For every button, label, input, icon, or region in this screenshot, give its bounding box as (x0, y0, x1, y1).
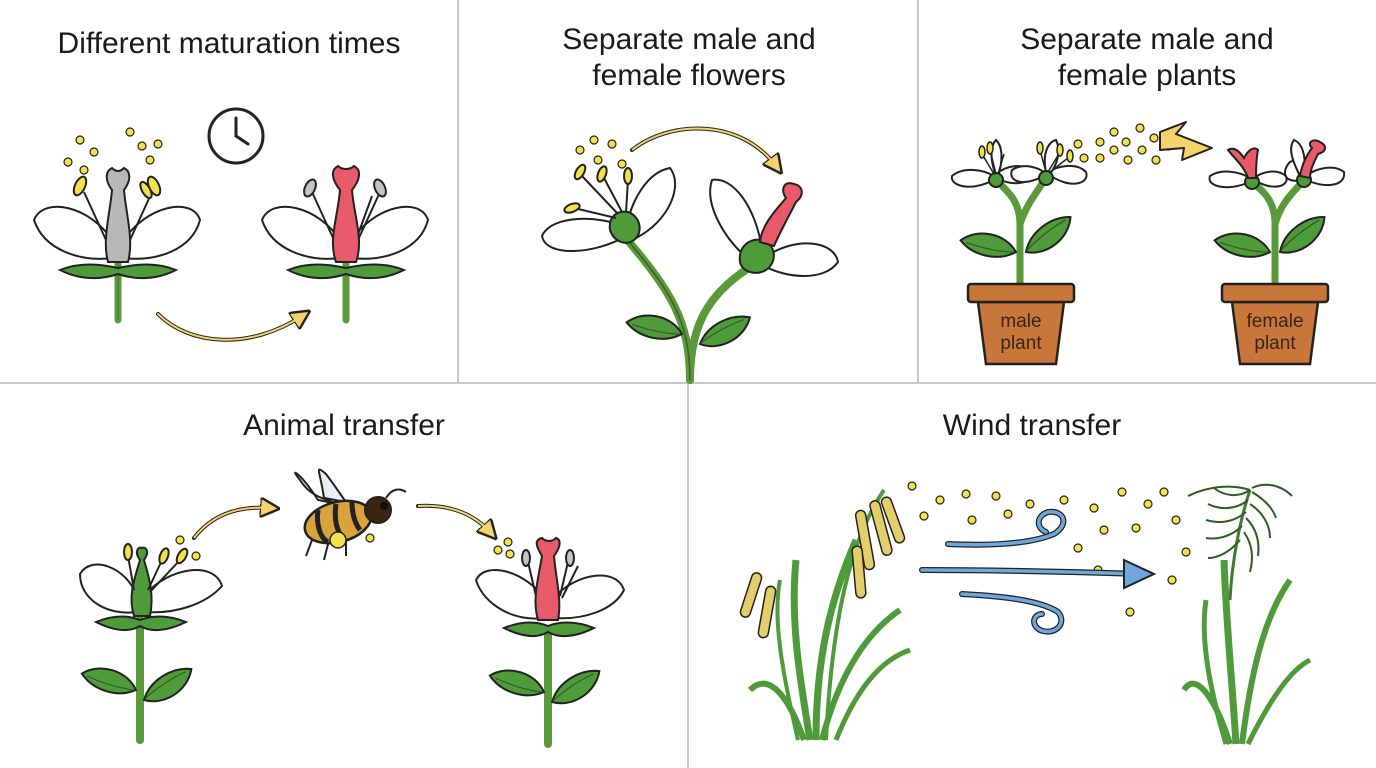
male-flower (540, 135, 676, 253)
wind-icon (919, 508, 1157, 635)
title-separate-plants-line2: female plants (1057, 59, 1237, 92)
panel-animal-transfer (78, 468, 626, 748)
transfer-arrow (630, 126, 776, 166)
receiving-flower (474, 536, 626, 748)
female-pot-label-line2: plant (1254, 333, 1296, 354)
panel-separate-flowers (540, 126, 840, 384)
feathery-plume (1187, 483, 1293, 573)
panel-wind-transfer (739, 481, 1312, 746)
title-separate-flowers: Separate male and female flowers (460, 22, 918, 94)
title-separate-plants: Separate male and female plants (918, 22, 1376, 94)
flower-female-phase (260, 164, 430, 324)
title-separate-flowers-line1: Separate male and (562, 23, 816, 56)
pollen-stream (1073, 123, 1173, 165)
female-pot-label-line1: female (1246, 311, 1303, 332)
transfer-arrow-plants (1159, 121, 1213, 161)
male-pot-label-line1: male (1000, 311, 1041, 332)
title-maturation: Different maturation times (57, 27, 401, 60)
title-animal-transfer: Animal transfer (243, 409, 445, 442)
clock-icon (207, 107, 265, 165)
male-plant: male plant (950, 138, 1088, 366)
flower-male-phase (32, 127, 202, 324)
panel-maturation (32, 107, 430, 342)
wind-pollen (907, 481, 1191, 617)
source-flower (78, 535, 224, 744)
grass-with-catkins (739, 488, 911, 741)
title-separate-flowers-line2: female flowers (592, 59, 786, 92)
title-wind-transfer: Wind transfer (942, 409, 1122, 442)
female-flower (709, 178, 840, 277)
panel-separate-plants: male plant female plant (950, 121, 1346, 366)
bee-icon (294, 468, 407, 561)
title-separate-plants-line1: Separate male and (1020, 23, 1274, 56)
grass-with-plume (1181, 483, 1312, 746)
male-pot-label-line2: plant (1000, 333, 1042, 354)
female-plant: female plant (1208, 138, 1346, 366)
